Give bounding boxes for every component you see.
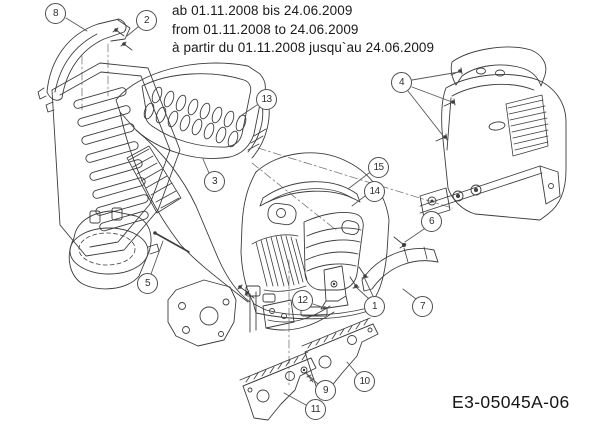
screw-part-9 [300, 366, 315, 383]
callout-15: 15 [368, 157, 389, 178]
callout-12: 12 [292, 290, 313, 311]
callout-1: 1 [364, 296, 385, 317]
bracket-10-part [301, 317, 379, 389]
bracket-11-part [239, 351, 317, 421]
hinge-strap-part [262, 265, 349, 331]
validity-text-block: ab 01.11.2008 bis 24.06.2009 from 01.11.… [172, 2, 434, 58]
callout-4: 4 [391, 72, 412, 93]
upper-cover-part [37, 18, 131, 113]
screws-part-1 [349, 266, 369, 289]
callout-3: 3 [204, 171, 225, 192]
callout-14: 14 [364, 181, 385, 202]
screw-part-6 [393, 236, 407, 249]
pedestal-part [435, 46, 567, 221]
validity-line-de: ab 01.11.2008 bis 24.06.2009 [172, 3, 353, 18]
diagram-code: E3-05045A-06 [452, 392, 570, 412]
callout-5: 5 [137, 273, 158, 294]
validity-line-fr: à partir du 01.11.2008 jusqu`au 24.06.20… [172, 40, 435, 55]
callout-8: 8 [45, 3, 66, 24]
validity-line-en: from 01.11.2008 to 24.06.2009 [172, 21, 359, 37]
support-rails [249, 291, 257, 333]
callout-11: 11 [305, 399, 326, 420]
callout-7: 7 [412, 296, 433, 317]
leader-lines [65, 17, 460, 406]
screws-part-2 [112, 27, 133, 51]
callout-2: 2 [136, 10, 157, 31]
callout-9: 9 [315, 380, 336, 401]
hood-part [115, 62, 390, 320]
hinge-rod-part [153, 231, 190, 253]
left-vent-panel [51, 62, 181, 257]
callout-10: 10 [354, 371, 375, 392]
bumper-part [361, 246, 439, 292]
plate-screws [237, 284, 255, 299]
mount-plate-part [167, 279, 237, 347]
frame-parts [419, 165, 561, 219]
steering-bowl-part [68, 207, 160, 290]
callout-6: 6 [421, 211, 442, 232]
callout-13: 13 [256, 89, 277, 110]
